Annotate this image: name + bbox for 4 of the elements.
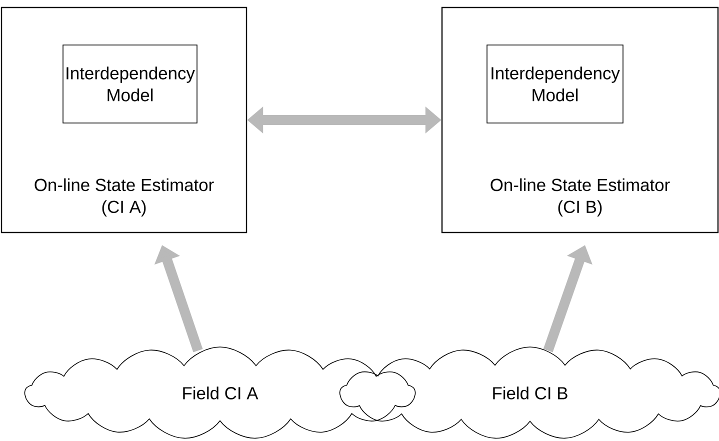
cloud: Field CI B [339, 346, 719, 439]
cloud: Field CI A [24, 346, 416, 439]
model-box: Interdependency Model [486, 44, 624, 124]
model-box: Interdependency Model [62, 44, 198, 124]
